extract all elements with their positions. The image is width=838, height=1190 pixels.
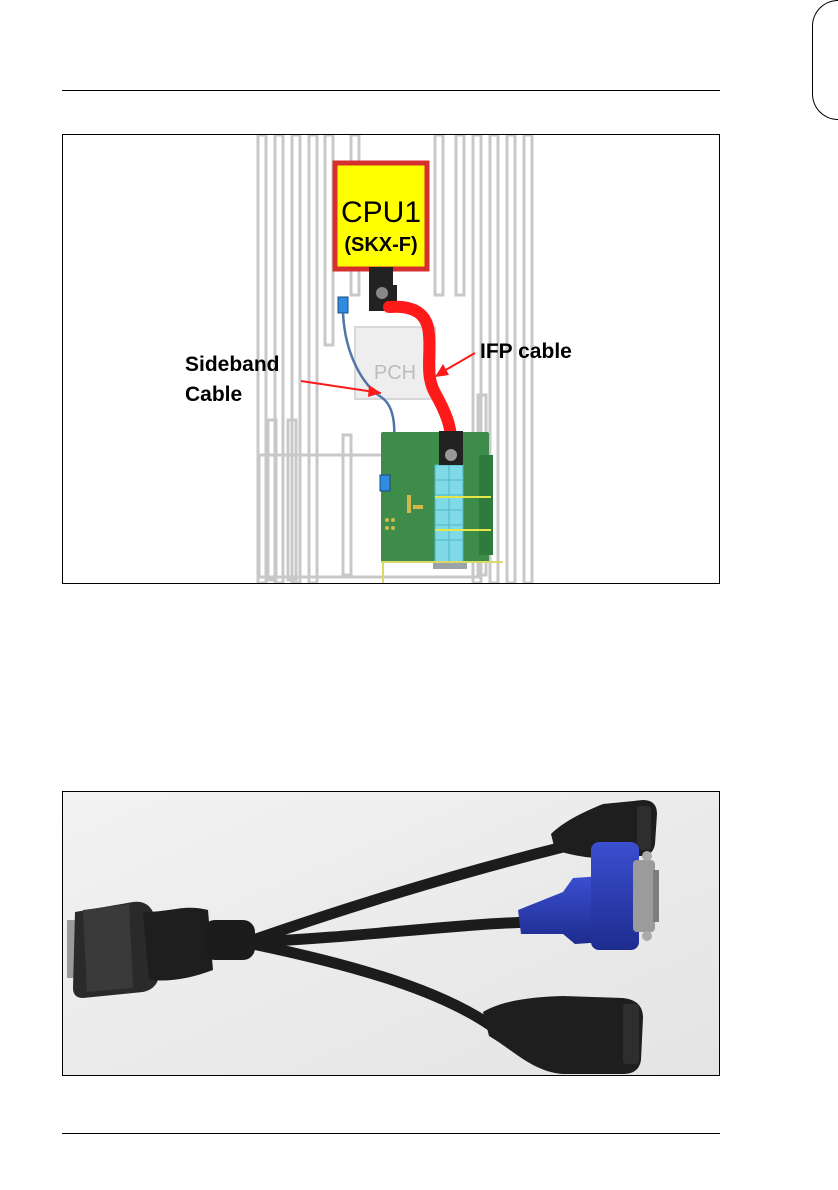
sideband-connector-card — [380, 475, 390, 491]
card-edge — [479, 455, 493, 555]
connector-screw-icon — [445, 449, 457, 461]
sideband-label-1: Sideband — [185, 353, 280, 376]
ifp-label: IFP cable — [480, 340, 572, 363]
card-bottom-pins — [433, 563, 467, 569]
sideband-label-2: Cable — [185, 383, 242, 406]
arrow-head-icon — [435, 364, 449, 377]
figure-ifp-cabling: PCH CPU1 (SKX-F) — [62, 134, 720, 584]
cpu-label: CPU1 — [341, 196, 421, 229]
sideband-connector-top — [338, 297, 348, 313]
ifp-label-rest: cable — [512, 340, 572, 363]
y-cable-photo — [63, 792, 719, 1075]
figure-ifp-y-cable-photo — [62, 791, 720, 1076]
cpu-sublabel: (SKX-F) — [344, 234, 417, 256]
page-tab-marker — [812, 0, 838, 120]
ifp-label-bold: IFP — [480, 340, 513, 363]
connector-screw-icon — [376, 287, 388, 299]
board-diagram: PCH CPU1 (SKX-F) — [63, 135, 719, 583]
pch-label: PCH — [374, 362, 416, 384]
header-rule — [62, 90, 720, 91]
footer-rule — [62, 1133, 720, 1134]
